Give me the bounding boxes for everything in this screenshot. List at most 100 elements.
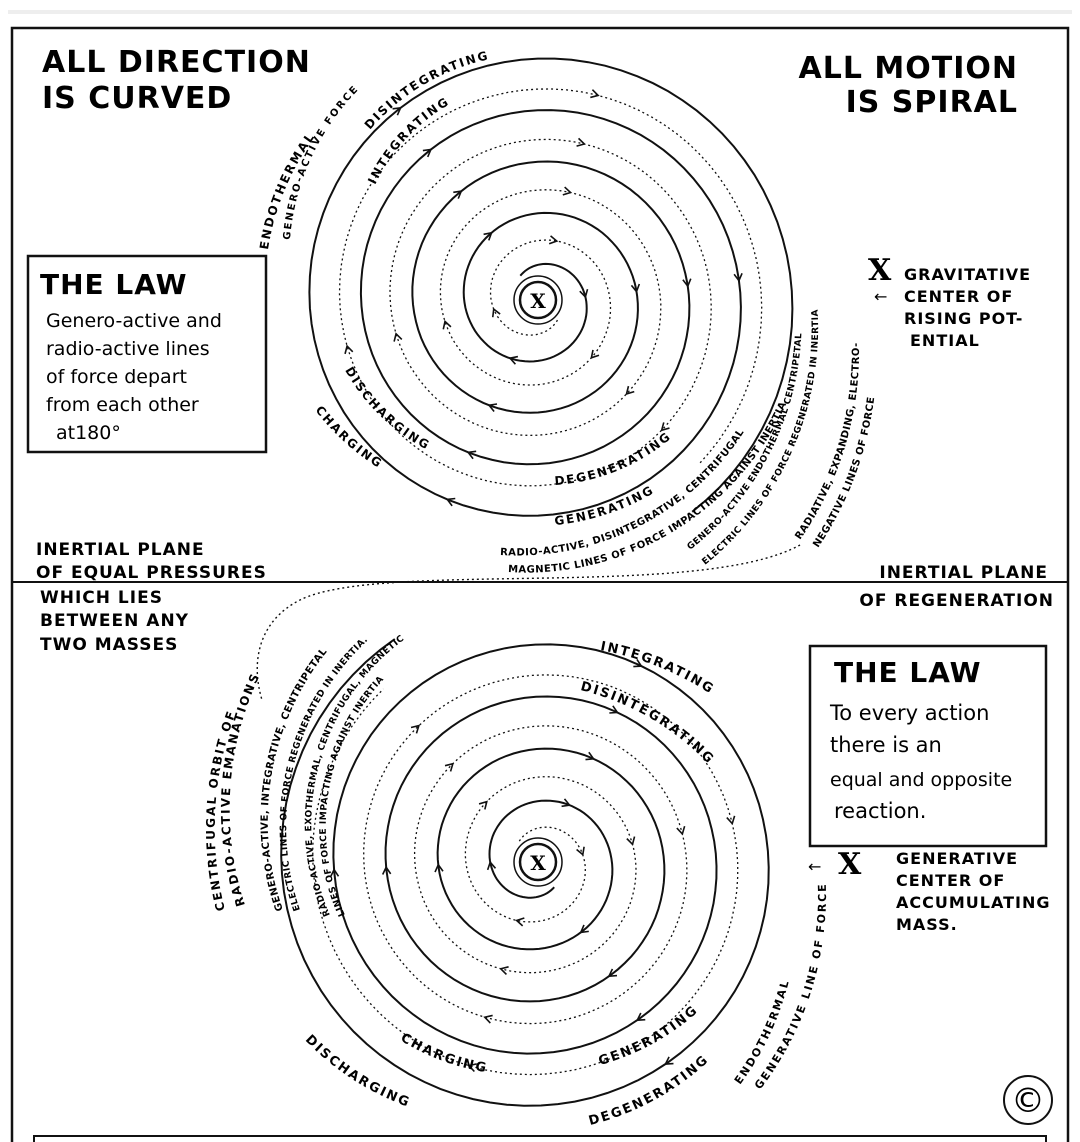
law-top-line1: Genero-active and — [46, 310, 222, 332]
heading-top-left: ALL DIRECTION IS CURVED — [42, 45, 311, 116]
arrowhead-icon — [664, 1056, 674, 1065]
law-box-bottom: THE LAW To every action there is an equa… — [808, 644, 1048, 848]
outer-frame — [10, 26, 1070, 1142]
generative-line4: MASS. — [896, 915, 958, 934]
label-bottom-radio-active-1: RADIO-ACTIVE, EXOTHERMAL, CENTRIFUGAL, M… — [304, 634, 406, 918]
label-bottom-discharging: DISCHARGING — [302, 1032, 413, 1111]
inertial-left-line1: INERTIAL PLANE — [36, 540, 205, 560]
top-spiral-labels: ENDOTHERMAL GENERO-ACTIVE FORCE DISINTEG… — [257, 48, 672, 528]
heading-top-left-line1: ALL DIRECTION — [42, 45, 311, 80]
arrowhead-icon — [329, 867, 340, 878]
bottom-spiral-labels: INTEGRATING DISINTEGRATING CHARGING DISC… — [204, 639, 829, 1129]
arrowhead-icon — [483, 1014, 493, 1024]
generative-label: ← X GENERATIVE CENTER OF ACCUMULATING MA… — [808, 847, 1051, 934]
label-bottom-radio-active-emanations: RADIO-ACTIVE EMANATIONS — [219, 670, 263, 908]
heading-top-right-line2: IS SPIRAL — [846, 85, 1018, 120]
arrowhead-icon — [733, 272, 743, 283]
arrowhead-icon — [491, 307, 501, 318]
law-bottom-line1: To every action — [829, 701, 989, 725]
arrowhead-icon — [444, 762, 455, 772]
arrowhead-icon — [445, 497, 456, 507]
arrowhead-icon — [410, 724, 421, 734]
spiral-line-dotted — [338, 88, 763, 487]
arrowhead-icon — [562, 186, 573, 196]
generative-x: X — [838, 847, 862, 882]
heading-top-left-line2: IS CURVED — [42, 81, 232, 116]
label-bottom-radio-active-2: LINES OF FORCE IMPACTING AGAINST INERTIA — [319, 674, 386, 917]
law-top-line5: at180° — [56, 422, 121, 444]
arrowhead-icon — [434, 863, 444, 873]
arrowhead-icon — [467, 1063, 477, 1073]
inertial-left-label: INERTIAL PLANE OF EQUAL PRESSURES WHICH … — [36, 540, 267, 655]
generative-arrow-icon: ← — [808, 857, 821, 876]
gravitative-line1: GRAVITATIVE — [904, 265, 1031, 284]
generative-line1: GENERATIVE — [896, 849, 1018, 868]
bottom-center-x: X — [530, 851, 546, 875]
gravitative-x: X — [868, 253, 892, 288]
gravitative-line3: RISING POT- — [904, 309, 1023, 328]
law-bottom-line3: equal and opposite — [830, 769, 1012, 791]
top-center: X — [513, 275, 563, 325]
arrowhead-icon — [548, 235, 559, 245]
gravitative-line4: ENTIAL — [910, 331, 980, 350]
arrowhead-icon — [579, 288, 589, 299]
arrowhead-icon — [422, 148, 433, 158]
law-bottom-title: THE LAW — [834, 656, 982, 689]
arrowhead-icon — [726, 815, 736, 826]
label-bottom-generative-line: GENERATIVE LINE OF FORCE — [752, 882, 829, 1092]
gravitative-line2: CENTER OF — [904, 287, 1013, 306]
law-top-line2: radio-active lines — [46, 338, 210, 360]
arrowhead-icon — [626, 836, 636, 846]
arrowhead-icon — [635, 1012, 646, 1022]
copyright-symbol: © — [1011, 1081, 1045, 1121]
arrowhead-icon — [630, 283, 641, 294]
arrowhead-icon — [344, 344, 354, 355]
gravitative-arrow-icon: ← — [874, 287, 887, 306]
top-strip — [8, 10, 1072, 14]
inertial-left-line3: WHICH LIES — [40, 588, 163, 608]
arrowhead-icon — [466, 450, 477, 460]
spiral-line-solid — [280, 638, 770, 1107]
top-spiral — [308, 57, 794, 517]
inertial-right-label: INERTIAL PLANE OF REGENERATION — [859, 563, 1054, 611]
arrowhead-icon — [508, 355, 519, 365]
arrowhead-icon — [453, 190, 463, 199]
bottom-spiral — [280, 638, 770, 1107]
law-top-line3: of force depart — [46, 366, 187, 388]
arrowhead-icon — [660, 422, 670, 432]
arrowhead-icon — [499, 966, 509, 976]
law-top-line4: from each other — [46, 394, 199, 416]
arrowhead-icon — [590, 349, 600, 360]
generative-line3: ACCUMULATING — [896, 893, 1051, 912]
arrowhead-icon — [381, 865, 392, 875]
arrowhead-icon — [682, 278, 692, 288]
generative-line2: CENTER OF — [896, 871, 1005, 890]
label-bottom-disintegrating: DISINTEGRATING — [579, 679, 717, 767]
arrowhead-icon — [515, 917, 525, 927]
arrowhead-icon — [607, 968, 618, 978]
inertial-right-line2: OF REGENERATION — [859, 591, 1054, 611]
arrowhead-icon — [576, 137, 586, 147]
bottom-center: X — [513, 837, 563, 887]
copyright-mark: © — [1003, 1075, 1053, 1125]
law-box-top: THE LAW Genero-active and radio-active l… — [26, 254, 268, 454]
arrowhead-icon — [483, 231, 493, 241]
arrowhead-icon — [561, 798, 572, 808]
inertial-left-line2: OF EQUAL PRESSURES — [36, 563, 267, 583]
arrowhead-icon — [478, 800, 488, 810]
label-bottom-generating: GENERATING — [597, 1003, 702, 1069]
arrowhead-icon — [393, 332, 403, 342]
spiral-line-solid — [308, 57, 794, 517]
law-top-title: THE LAW — [40, 268, 188, 301]
label-top-radio-active-1: RADIO-ACTIVE, DISINTEGRATIVE, CENTRIFUGA… — [500, 427, 747, 559]
label-bottom-charging: CHARGING — [398, 1031, 489, 1077]
heading-top-right: ALL MOTION IS SPIRAL — [799, 51, 1018, 120]
inertial-right-line1: INERTIAL PLANE — [879, 563, 1048, 583]
top-spiral-small-labels: RADIO-ACTIVE, DISINTEGRATIVE, CENTRIFUGA… — [500, 309, 877, 576]
inertial-left-line5: TWO MASSES — [40, 635, 178, 655]
arrowhead-icon — [676, 825, 686, 836]
arrowhead-icon — [579, 924, 589, 934]
law-bottom-line2: there is an — [830, 733, 942, 757]
